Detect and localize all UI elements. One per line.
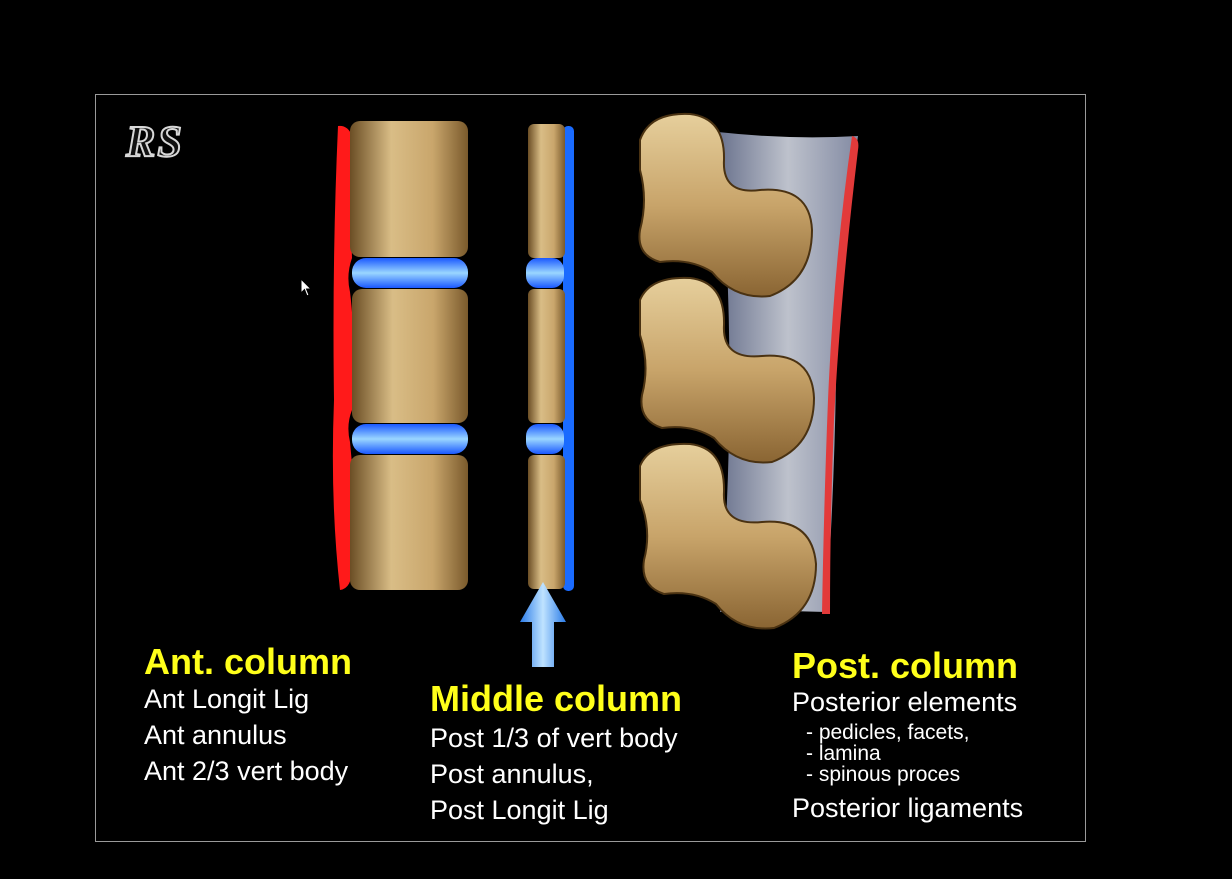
mid-disc-2: [526, 424, 564, 454]
post-item-1: Posterior elements: [792, 687, 1018, 717]
middle-item-1: Post 1/3 of vert body: [430, 723, 678, 753]
middle-arrow: [520, 582, 566, 667]
ant-item-1: Ant Longit Lig: [144, 684, 310, 714]
post-vertebra-2: [639, 276, 816, 464]
post-subitem-3: - spinous proces: [806, 763, 961, 786]
ant-vertebra-1: [350, 121, 468, 257]
posterior-longitudinal-ligament: [563, 126, 574, 591]
post-vertebra-3: [639, 442, 818, 630]
post-subitem-1: - pedicles, facets,: [806, 721, 970, 744]
slide-frame: [95, 94, 1086, 842]
middle-column-figure: [520, 124, 574, 667]
anterior-column-figure: [332, 121, 468, 590]
post-subitem-2: - lamina: [806, 742, 881, 765]
mid-disc-1: [526, 258, 564, 288]
ant-column-title: Ant. column: [144, 641, 352, 682]
ant-item-3: Ant 2/3 vert body: [144, 756, 349, 786]
ant-disc-1: [352, 258, 468, 288]
mid-vertebra-3: [528, 455, 565, 589]
rs-logo: RS: [125, 116, 184, 167]
mouse-cursor-icon: [300, 278, 313, 297]
middle-column-title: Middle column: [430, 678, 682, 719]
post-vertebra-1: [638, 112, 814, 298]
ant-disc-2: [352, 424, 468, 454]
mid-vertebra-1: [528, 124, 565, 258]
post-item-2: Posterior ligaments: [792, 793, 1024, 823]
ant-vertebra-3: [350, 455, 468, 590]
post-column-title: Post. column: [792, 645, 1019, 686]
supraspinous-ligament: [822, 136, 859, 614]
ant-item-2: Ant annulus: [144, 720, 287, 750]
middle-item-2: Post annulus,: [430, 759, 594, 789]
ant-vertebra-2: [352, 289, 468, 423]
middle-item-3: Post Longit Lig: [430, 795, 609, 825]
posterior-column-figure: [638, 112, 859, 630]
mid-vertebra-2: [528, 289, 565, 423]
